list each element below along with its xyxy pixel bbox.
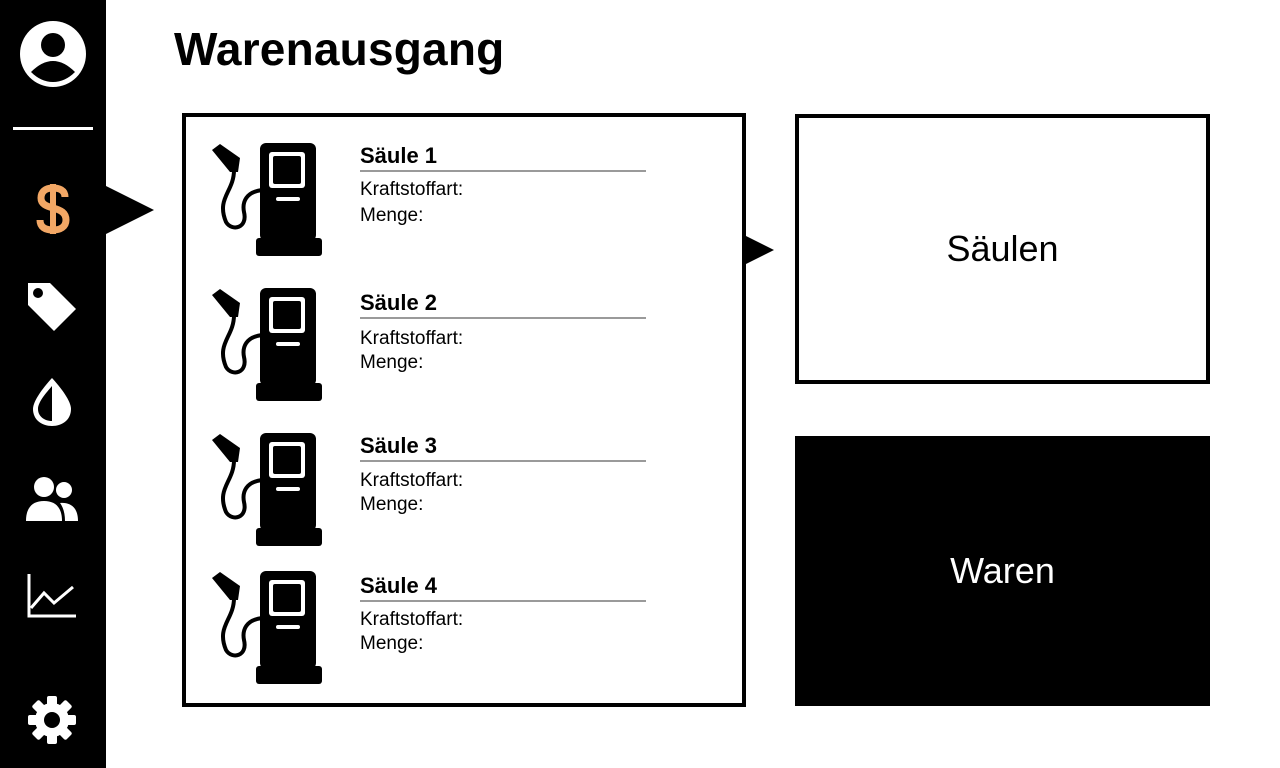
account-circle-icon[interactable] <box>18 19 88 89</box>
pump-item[interactable]: Säule 2 Kraftstoffart: Menge: <box>208 287 728 407</box>
pump-name: Säule 1 <box>360 142 646 172</box>
saeulen-tile-button[interactable]: Säulen <box>795 114 1210 384</box>
panel-pointer <box>742 234 774 266</box>
pump-item[interactable]: Säule 3 Kraftstoffart: Menge: <box>208 432 728 552</box>
pump-name: Säule 3 <box>360 432 646 462</box>
sidebar <box>0 0 106 768</box>
people-icon[interactable] <box>24 474 80 524</box>
amount-label: Menge: <box>360 352 424 373</box>
active-item-pointer <box>104 185 154 235</box>
tag-icon[interactable] <box>26 281 78 331</box>
fuel-type-label: Kraftstoffart: <box>360 470 464 491</box>
fuel-type-label: Kraftstoffart: <box>360 328 464 349</box>
amount-label: Menge: <box>360 494 424 515</box>
pump-list-panel: Säule 1 Kraftstoffart: Menge: Säule 2 Kr… <box>182 113 746 707</box>
fuel-type-label: Kraftstoffart: <box>360 609 464 630</box>
fuel-pump-icon <box>212 433 322 546</box>
drop-icon[interactable] <box>30 376 74 428</box>
pump-name: Säule 2 <box>360 289 646 319</box>
pump-item[interactable]: Säule 1 Kraftstoffart: Menge: <box>208 142 728 262</box>
dollar-icon[interactable] <box>30 180 76 238</box>
pump-item[interactable]: Säule 4 Kraftstoffart: Menge: <box>208 570 728 690</box>
waren-tile-button[interactable]: Waren <box>795 436 1210 706</box>
amount-label: Menge: <box>360 633 424 654</box>
pump-name: Säule 4 <box>360 572 646 602</box>
fuel-pump-icon <box>212 143 322 256</box>
page-title: Warenausgang <box>174 23 505 75</box>
fuel-type-label: Kraftstoffart: <box>360 179 464 200</box>
fuel-pump-icon <box>212 571 322 684</box>
gear-icon[interactable] <box>26 694 78 746</box>
fuel-pump-icon <box>212 288 322 401</box>
sidebar-divider <box>13 127 93 130</box>
amount-label: Menge: <box>360 205 424 226</box>
line-chart-icon[interactable] <box>26 572 78 620</box>
